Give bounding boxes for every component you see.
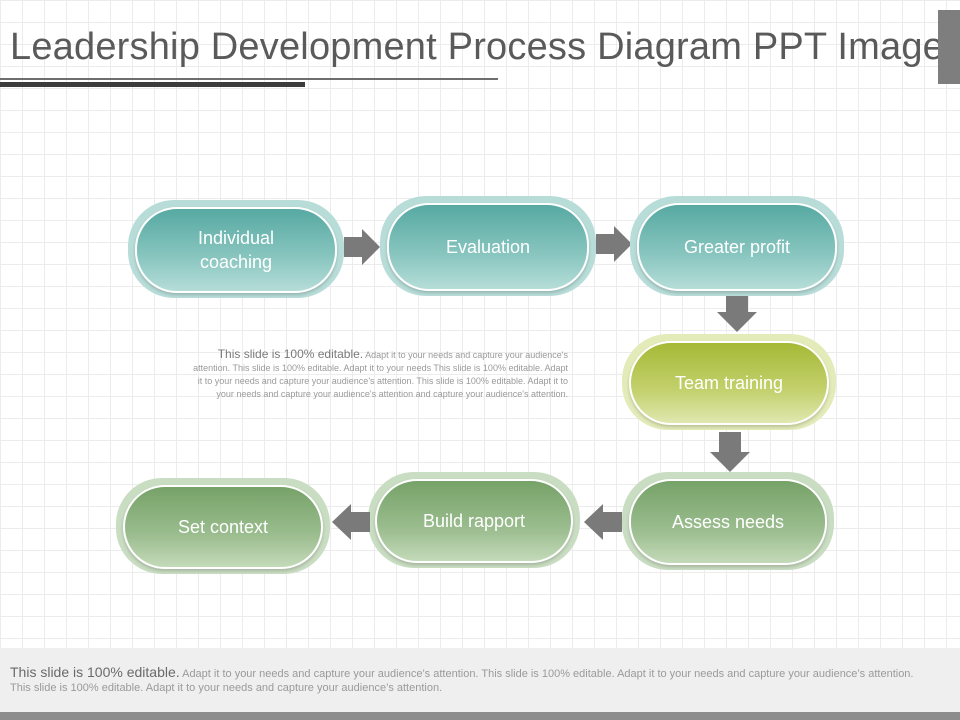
slide-title: Leadership Development Process Diagram P… — [10, 26, 960, 68]
arrow-left-icon — [332, 504, 370, 540]
editable-note: This slide is 100% editable. Adapt it to… — [192, 348, 568, 401]
step-pill: Individual coaching — [135, 207, 337, 293]
footer-body: Adapt it to your needs and capture your … — [10, 668, 914, 694]
note-body: Adapt it to your needs and capture your … — [193, 350, 568, 399]
footer-panel — [0, 648, 960, 712]
arrow-down-icon — [717, 296, 757, 332]
step-label: Greater profit — [683, 236, 791, 257]
footer-text: This slide is 100% editable. Adapt it to… — [10, 665, 930, 695]
arrow-down-icon — [710, 432, 750, 472]
title-underline-thick — [0, 82, 305, 87]
step-pill: Greater profit — [637, 203, 837, 291]
step-label: Team training — [674, 372, 784, 393]
title-underline-thin — [0, 78, 498, 80]
step-greater-profit: Greater profit — [630, 196, 844, 296]
step-label: Build rapport — [422, 510, 526, 531]
arrow-left-icon — [584, 504, 622, 540]
corner-accent-block — [938, 10, 960, 84]
step-pill: Team training — [629, 341, 829, 425]
step-individual-coaching: Individual coaching — [128, 200, 344, 298]
step-label: Set context — [177, 516, 269, 537]
footer-bar — [0, 712, 960, 720]
step-label: Individual coaching — [197, 227, 275, 272]
step-team-training: Team training — [622, 334, 836, 430]
step-label: Evaluation — [445, 236, 531, 257]
step-assess-needs: Assess needs — [622, 472, 834, 570]
step-evaluation: Evaluation — [380, 196, 596, 296]
step-pill: Build rapport — [375, 479, 573, 563]
note-lead: This slide is 100% editable. — [217, 347, 364, 361]
step-build-rapport: Build rapport — [368, 472, 580, 568]
step-label: Assess needs — [671, 511, 785, 532]
arrow-right-icon — [344, 229, 380, 265]
step-pill: Evaluation — [387, 203, 589, 291]
arrow-right-icon — [596, 226, 632, 262]
step-pill: Assess needs — [629, 479, 827, 565]
step-set-context: Set context — [116, 478, 330, 574]
step-pill: Set context — [123, 485, 323, 569]
footer-lead: This slide is 100% editable. — [10, 664, 180, 680]
